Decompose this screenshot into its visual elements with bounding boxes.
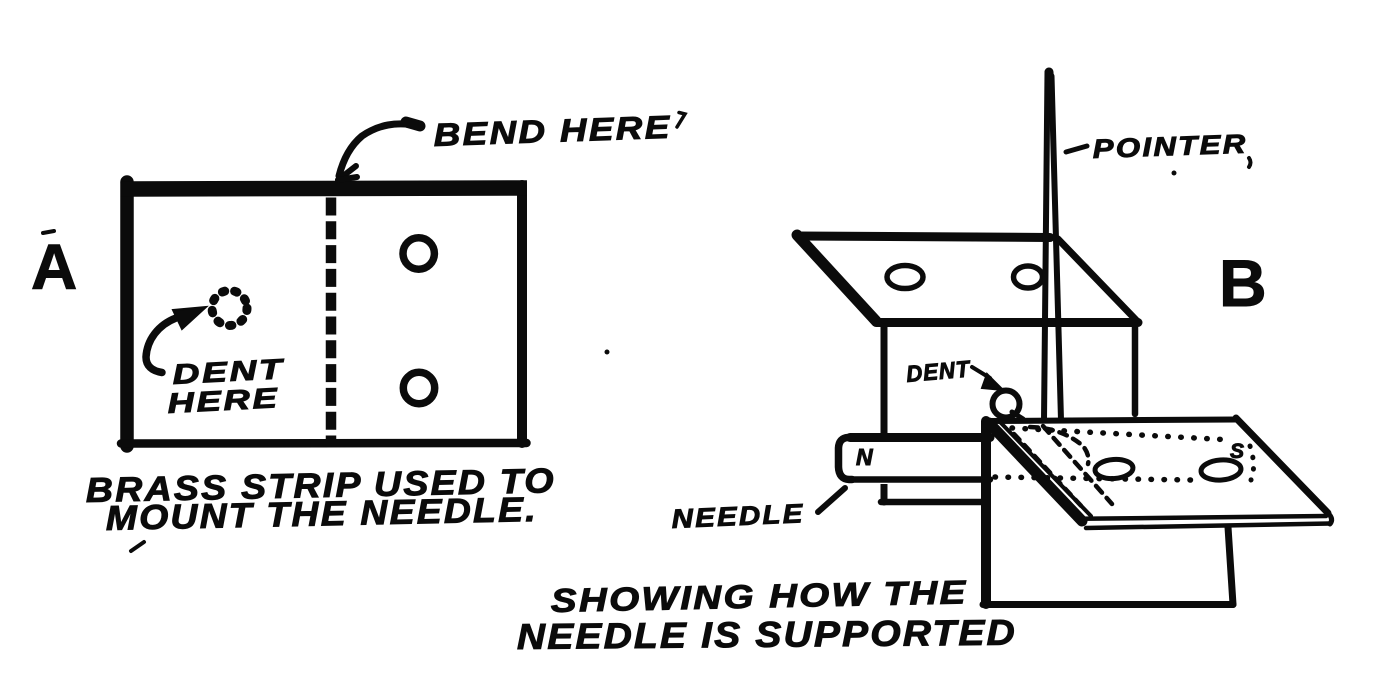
svg-text:SHOWING HOW THE: SHOWING HOW THE — [550, 573, 968, 619]
svg-text:N: N — [856, 444, 873, 470]
svg-text:NEEDLE IS SUPPORTED: NEEDLE IS SUPPORTED — [517, 612, 1017, 657]
svg-text:BEND HERE: BEND HERE — [433, 109, 672, 153]
svg-text:MOUNT THE NEEDLE.: MOUNT THE NEEDLE. — [105, 491, 538, 538]
svg-text:S: S — [1230, 440, 1244, 463]
svg-text:NEEDLE: NEEDLE — [671, 498, 805, 534]
svg-text:DENT: DENT — [172, 353, 287, 390]
svg-text:DENT: DENT — [905, 355, 972, 387]
svg-text:POINTER: POINTER — [1092, 129, 1248, 164]
svg-text:B: B — [1219, 246, 1267, 320]
svg-text:A: A — [31, 231, 77, 303]
svg-text:HERE: HERE — [167, 382, 280, 419]
